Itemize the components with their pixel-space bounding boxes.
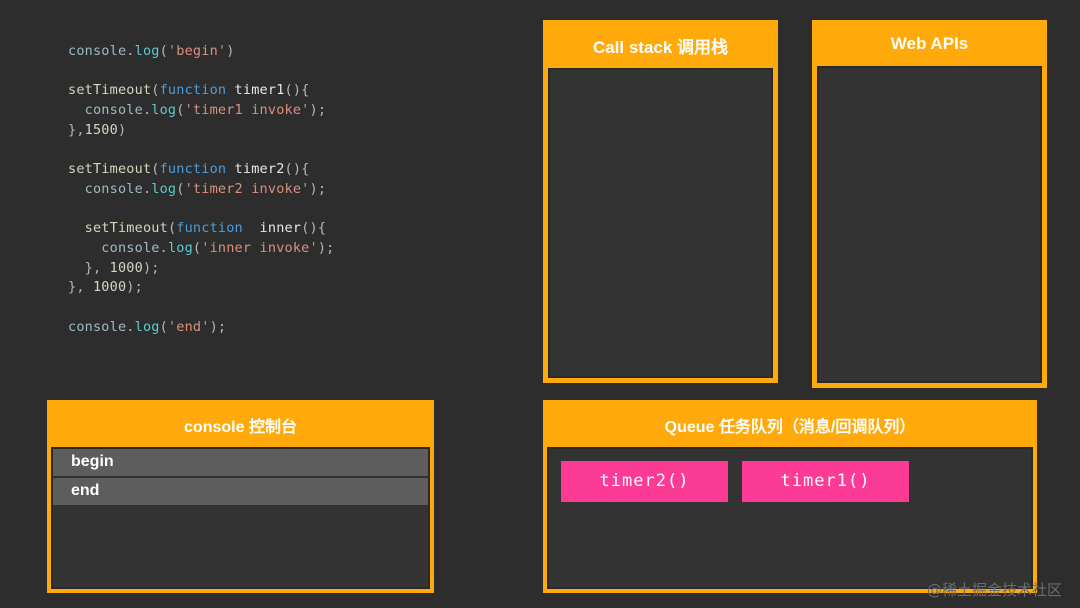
code-token: 1000: [92, 279, 127, 296]
code-token: (: [159, 318, 168, 335]
code-token: log: [134, 43, 160, 59]
code-token: );: [317, 239, 335, 256]
code-token: log: [151, 180, 177, 197]
code-token: );: [209, 318, 227, 335]
web-apis-body: [817, 66, 1042, 383]
task-queue-list: timer2() timer1(): [561, 461, 1031, 502]
code-token: (: [151, 82, 160, 99]
call-stack-body: [548, 68, 773, 378]
code-token: .: [159, 239, 168, 256]
console-output-row: begin: [53, 449, 428, 478]
code-token: ): [226, 43, 235, 59]
code-token: .: [142, 180, 152, 197]
code-token: 1500: [84, 121, 118, 138]
code-token: (: [192, 239, 202, 256]
code-token: (){: [301, 220, 327, 237]
code-token: function: [159, 82, 227, 99]
code-line: console.log('begin'): [68, 42, 498, 62]
code-line: [68, 200, 498, 220]
code-token: },: [68, 259, 110, 276]
code-token: (){: [284, 161, 310, 178]
code-token: inner: [242, 220, 302, 237]
code-token: console: [68, 318, 127, 335]
code-token: log: [151, 102, 177, 119]
code-line: setTimeout(function timer1(){: [68, 81, 498, 101]
code-token: },: [68, 279, 93, 296]
code-token: .: [142, 102, 152, 119]
code-token: (: [167, 220, 177, 237]
code-line: setTimeout(function inner(){: [68, 219, 498, 239]
code-token: (: [176, 102, 185, 119]
code-line: setTimeout(function timer2(){: [68, 160, 498, 180]
web-apis-title: Web APIs: [890, 34, 969, 53]
code-token: 'begin': [167, 43, 227, 59]
code-token: console: [68, 43, 127, 59]
code-token: 1000: [109, 259, 143, 276]
call-stack-title: Call stack 调用栈: [592, 38, 729, 57]
code-token: 'timer2 invoke': [184, 180, 310, 197]
code-token: );: [142, 259, 160, 276]
watermark: @稀土掘金技术社区: [926, 581, 1062, 599]
code-token: (: [159, 43, 168, 59]
code-line: console.log('timer2 invoke');: [68, 180, 498, 200]
code-line: console.log('end');: [68, 318, 498, 338]
code-token: function: [176, 220, 243, 237]
code-token: (){: [284, 82, 310, 99]
code-token: );: [309, 180, 327, 197]
code-token: console: [68, 239, 160, 256]
console-output-row: end: [53, 478, 428, 507]
queue-task-tile[interactable]: timer1(): [742, 461, 909, 502]
console-title: console 控制台: [184, 419, 297, 436]
code-token: (: [151, 161, 160, 178]
call-stack-panel: Call stack 调用栈: [543, 20, 778, 383]
web-apis-panel: Web APIs: [812, 20, 1047, 388]
code-token: log: [134, 318, 160, 335]
code-line: console.log('inner invoke');: [68, 239, 498, 259]
task-queue-panel: Queue 任务队列（消息/回调队列） timer2() timer1(): [543, 400, 1037, 593]
code-token: (: [176, 180, 185, 197]
code-token: 'timer1 invoke': [184, 102, 310, 119]
task-queue-body: timer2() timer1(): [547, 447, 1033, 589]
code-token: 'end': [167, 318, 210, 335]
code-line: [68, 62, 498, 82]
code-token: );: [126, 279, 143, 296]
code-token: timer2: [226, 161, 285, 178]
code-token: setTimeout: [68, 220, 168, 237]
queue-task-tile[interactable]: timer2(): [561, 461, 728, 502]
code-token: setTimeout: [68, 161, 152, 178]
code-token: function: [159, 161, 227, 178]
code-token: .: [126, 43, 135, 59]
code-token: .: [126, 318, 135, 335]
code-token: timer1: [226, 82, 285, 99]
code-line: }, 1000);: [68, 259, 498, 279]
code-snippet: console.log('begin') setTimeout(function…: [68, 42, 498, 337]
code-token: },: [68, 121, 85, 138]
code-line: [68, 298, 498, 318]
code-line: console.log('timer1 invoke');: [68, 101, 498, 121]
code-token: );: [309, 102, 327, 119]
code-token: ): [117, 121, 127, 138]
code-token: log: [167, 239, 193, 256]
code-line: },1500): [68, 121, 498, 141]
code-line: [68, 140, 498, 160]
code-token: 'inner invoke': [201, 239, 318, 256]
code-token: console: [68, 102, 143, 119]
code-token: console: [68, 180, 143, 197]
task-queue-title: Queue 任务队列（消息/回调队列）: [664, 419, 916, 436]
code-line: }, 1000);: [68, 278, 498, 298]
code-token: setTimeout: [68, 82, 152, 99]
